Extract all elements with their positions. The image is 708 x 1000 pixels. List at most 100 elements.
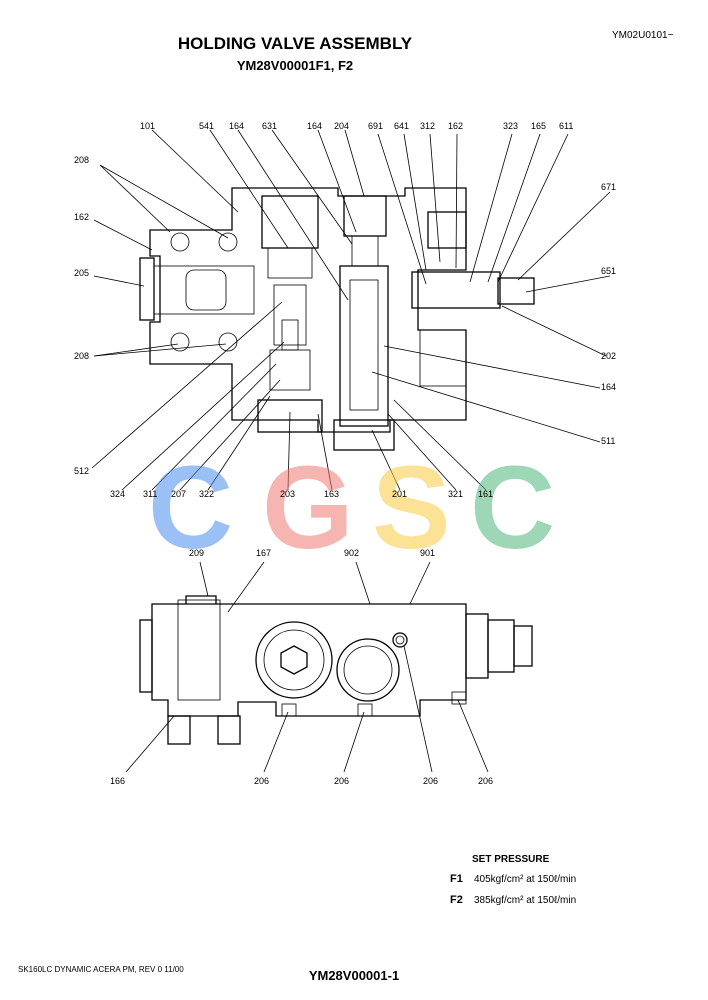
valve-body-outline (149, 187, 467, 433)
pressure-key: F2 (450, 894, 463, 906)
part-label: 208 (74, 351, 89, 361)
side-view-labels: 209 167 902 901 166 206 206 206 206 (110, 548, 493, 786)
part-label: 161 (478, 489, 493, 499)
spool-312 (281, 319, 299, 351)
plug-203 (257, 399, 323, 433)
footer-revision: SK160LC DYNAMIC ACERA PM, REV 0 11/00 (18, 965, 184, 974)
part-label: 209 (189, 548, 204, 558)
set-pressure-table: SET PRESSURE F1 405kgf/cm² at 150ℓ/min F2… (450, 854, 690, 915)
plug-206 (281, 703, 297, 717)
part-label: 165 (531, 121, 546, 131)
part-label: 206 (423, 776, 438, 786)
relief-cap (465, 613, 489, 679)
port-opening (185, 269, 227, 311)
plug-209 (185, 595, 217, 604)
spring-chamber (267, 247, 313, 279)
part-label: 324 (110, 489, 125, 499)
hex-plug (280, 645, 308, 675)
small-plug (392, 632, 408, 648)
part-label: 202 (601, 351, 616, 361)
adjust-screw-651 (497, 277, 535, 305)
spring-631 (351, 235, 379, 267)
stud-right (217, 715, 241, 745)
part-label: 162 (74, 212, 89, 222)
part-label: 311 (143, 489, 157, 499)
part-label: 164 (307, 121, 322, 131)
bolt-hole (218, 232, 238, 252)
part-label: 162 (448, 121, 463, 131)
document-code: YM02U0101~ (612, 30, 674, 41)
part-label: 611 (559, 121, 573, 131)
part-label: 206 (478, 776, 493, 786)
plug-162 (427, 211, 467, 249)
page-title: HOLDING VALVE ASSEMBLY (177, 34, 413, 53)
part-label: 671 (601, 182, 616, 192)
spool-core (349, 279, 379, 411)
part-label: 203 (280, 489, 295, 499)
part-label: 167 (256, 548, 271, 558)
pressure-row-f2: F2 385kgf/cm² at 150ℓ/min (450, 894, 690, 906)
small-plug-inner (395, 635, 405, 645)
pressure-value: 405kgf/cm² at 150ℓ/min (474, 874, 577, 885)
watermark-letter-s: S (372, 442, 451, 574)
part-label: 691 (368, 121, 383, 131)
pressure-key: F1 (450, 873, 463, 885)
top-view (139, 187, 535, 451)
part-label: 207 (171, 489, 186, 499)
page-subtitle: YM28V00001F1, F2 (236, 58, 354, 73)
part-label: 101 (140, 121, 155, 131)
inner-passage (177, 599, 221, 701)
part-label: 164 (601, 382, 616, 392)
part-label: 163 (324, 489, 339, 499)
relief-valve-body (411, 271, 501, 309)
cover-inner (263, 629, 325, 691)
part-label: 541 (199, 121, 214, 131)
watermark-letter-c2: C (470, 442, 555, 574)
relief-screw (513, 625, 533, 667)
top-view-labels: 101 541 164 631 164 204 691 641 312 162 … (74, 121, 616, 499)
part-label: 312 (420, 121, 435, 131)
part-label: 651 (601, 266, 616, 276)
relief-nut (487, 619, 515, 673)
set-pressure-heading: SET PRESSURE (472, 854, 550, 865)
port-bore (153, 265, 255, 315)
footer-part-number: YM28V00001-1 (308, 968, 400, 983)
plug-206 (357, 703, 373, 717)
plug-201 (333, 419, 395, 451)
port-circle (336, 638, 400, 702)
part-label: 641 (394, 121, 409, 131)
part-label: 511 (601, 436, 615, 446)
part-label: 204 (334, 121, 349, 131)
part-label: 208 (74, 155, 89, 165)
watermark: C G S C (148, 442, 555, 574)
watermark-letter-g: G (262, 442, 354, 574)
side-port (419, 329, 467, 387)
part-label: 205 (74, 268, 89, 278)
pressure-value: 385kgf/cm² at 150ℓ/min (474, 895, 577, 906)
bolt-hole (218, 332, 238, 352)
part-label: 631 (262, 121, 277, 131)
plug-206 (451, 691, 467, 705)
part-label: 164 (229, 121, 244, 131)
top-view-leaders (91, 129, 611, 491)
part-label: 201 (392, 489, 407, 499)
bolt-hole (170, 332, 190, 352)
stud-left (167, 715, 191, 745)
side-body-outline (151, 603, 467, 717)
side-flange (139, 619, 153, 693)
part-label: 206 (334, 776, 349, 786)
poppet-311 (273, 284, 307, 346)
part-label: 206 (254, 776, 269, 786)
part-label: 323 (503, 121, 518, 131)
part-label: 512 (74, 466, 89, 476)
pressure-row-f1: F1 405kgf/cm² at 150ℓ/min (450, 873, 690, 885)
part-label: 901 (420, 548, 435, 558)
flange-205 (139, 257, 155, 321)
part-label: 322 (199, 489, 214, 499)
side-view-leaders (125, 561, 489, 773)
side-view (139, 595, 533, 745)
port-circle-inner (343, 645, 393, 695)
spool-511 (339, 265, 389, 427)
bolt-hole (170, 232, 190, 252)
